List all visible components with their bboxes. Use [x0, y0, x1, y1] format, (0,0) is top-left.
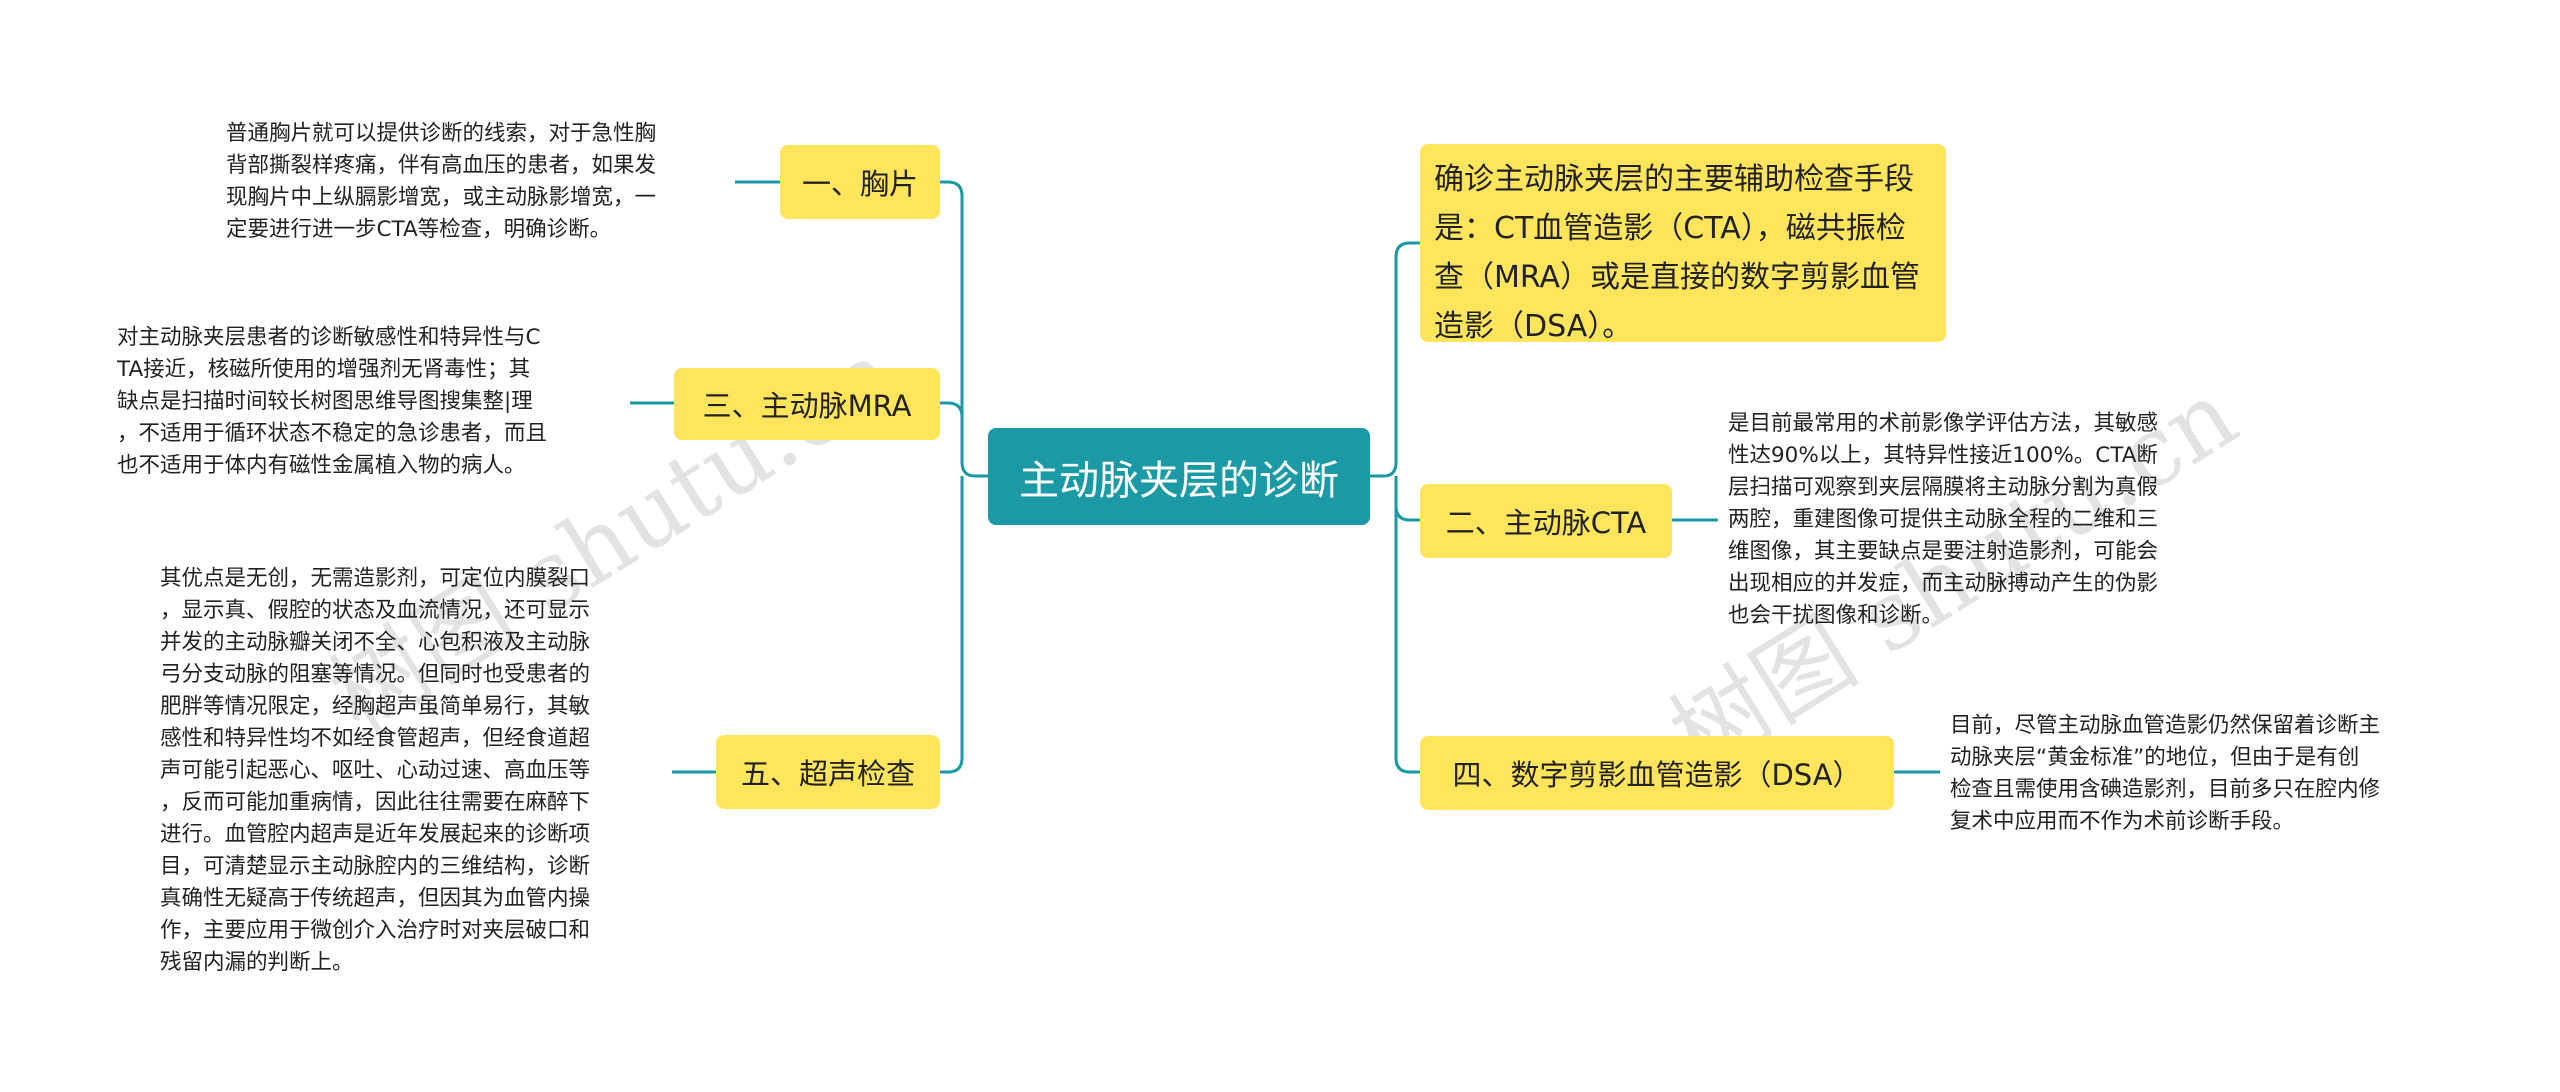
connector-root-to-b5: [940, 476, 964, 774]
connector-root-to-b4: [1394, 476, 1420, 774]
summary-box[interactable]: 确诊主动脉夹层的主要辅助检查手段是：CT血管造影（CTA），磁共振检查（MRA）…: [1420, 144, 1946, 344]
branch-chest-xray[interactable]: 一、胸片: [780, 145, 940, 219]
note-aortic-mra: 对主动脉夹层患者的诊断敏感性和特异性与C TA接近，核磁所使用的增强剂无肾毒性；…: [117, 325, 548, 478]
connector-root-to-b1: [940, 180, 988, 478]
branch-ultrasound[interactable]: 五、超声检查: [716, 735, 940, 809]
branch-aortic-mra[interactable]: 三、主动脉MRA: [674, 368, 940, 440]
note-aortic-cta: 是目前最常用的术前影像学评估方法，其敏感 性达90%以上，其特异性接近100%。…: [1728, 411, 2159, 628]
note-chest-xray: 普通胸片就可以提供诊断的线索，对于急性胸 背部撕裂样疼痛，伴有高血压的患者，如果…: [226, 121, 657, 242]
branch-ultrasound-label: 五、超声检查: [740, 757, 915, 791]
root-label: 主动脉夹层的诊断: [1019, 457, 1339, 504]
connector-root-to-b3: [940, 401, 964, 420]
root-node[interactable]: 主动脉夹层的诊断: [988, 428, 1370, 525]
branch-aortic-cta-label: 二、主动脉CTA: [1445, 506, 1647, 540]
branch-dsa-label: 四、数字剪影血管造影（DSA）: [1452, 758, 1862, 792]
branch-chest-xray-label: 一、胸片: [801, 167, 918, 201]
note-dsa: 目前，尽管主动脉血管造影仍然保留着诊断主 动脉夹层“黄金标准”的地位，但由于是有…: [1950, 713, 2381, 834]
connector-root-to-summary: [1370, 241, 1420, 478]
branch-aortic-mra-label: 三、主动脉MRA: [702, 389, 912, 423]
branch-dsa[interactable]: 四、数字剪影血管造影（DSA）: [1420, 736, 1894, 810]
connector-root-to-b2: [1394, 476, 1420, 522]
summary-text: 确诊主动脉夹层的主要辅助检查手段是：CT血管造影（CTA），磁共振检查（MRA）…: [1434, 162, 1921, 344]
note-ultrasound: 其优点是无创，无需造影剂，可定位内膜裂口 ，显示真、假腔的状态及血流情况，还可显…: [160, 566, 591, 975]
branch-aortic-cta[interactable]: 二、主动脉CTA: [1420, 484, 1672, 558]
